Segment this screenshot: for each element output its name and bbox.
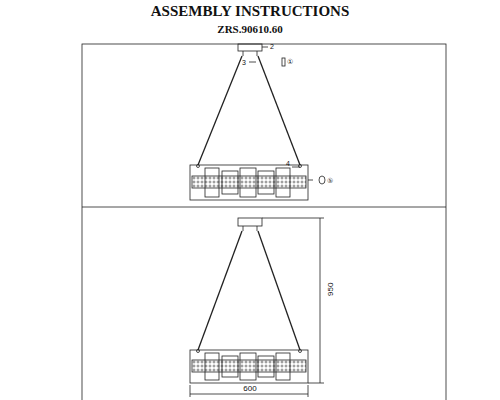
- sheet-title: ASSEMBLY INSTRUCTIONS: [151, 4, 350, 19]
- chandelier-dimensioned: [190, 218, 324, 397]
- callout-number: ①: [287, 58, 293, 65]
- dimension-width: 600: [243, 385, 256, 393]
- callout-number: 4: [286, 160, 290, 167]
- callout-number: ⑤: [327, 177, 333, 184]
- callout-number: 3: [242, 59, 246, 66]
- dimension-height: 950: [327, 283, 335, 296]
- chandelier-top: [190, 44, 325, 200]
- model-number: ZRS.90610.60: [217, 24, 282, 35]
- callout-number: 2: [270, 43, 274, 50]
- sheet-frame: [82, 44, 446, 400]
- divider-line: [82, 207, 446, 208]
